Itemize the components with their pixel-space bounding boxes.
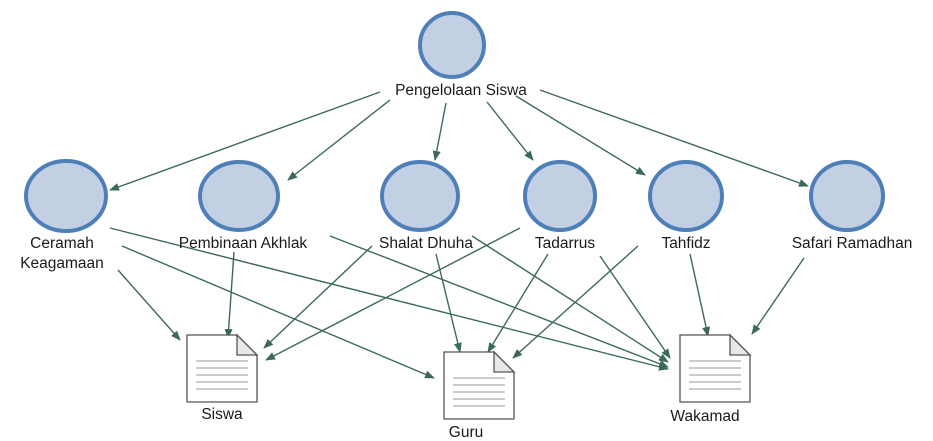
- ceramah-label-line-2: Keagamaan: [20, 255, 104, 272]
- tadarrus-label: Tadarrus: [535, 235, 596, 252]
- edge-pembinaan-to-wakamad: [329, 235, 669, 368]
- wakamad-label: Wakamad: [670, 408, 739, 425]
- shalat-circle: [380, 160, 460, 232]
- node-tadarrus: Tadarrus: [523, 160, 597, 252]
- edge-ceramah-to-guru: [121, 245, 435, 379]
- document-icon: [443, 350, 516, 420]
- edge-tadarrus-to-siswa: [265, 227, 521, 361]
- guru-label: Guru: [449, 424, 483, 441]
- document-icon: [679, 333, 752, 403]
- node-pengelolaan-siswa: Pengelolaan Siswa: [395, 11, 527, 99]
- node-safari-ramadhan: Safari Ramadhan: [792, 160, 913, 252]
- tahfidz-label: Tahfidz: [661, 235, 710, 252]
- node-ceramah-keagamaan: Ceramah Keagamaan: [20, 159, 108, 272]
- tahfidz-circle: [648, 160, 724, 232]
- edge-root-to-tadarrus: [486, 101, 534, 161]
- edge-tadarrus-to-wakamad: [599, 255, 671, 359]
- edges-layer: [109, 89, 809, 379]
- edge-root-to-tahfidz: [515, 95, 646, 176]
- edge-root-to-pembinaan: [287, 99, 391, 181]
- safari-circle: [809, 160, 885, 232]
- pembinaan-label: Pembinaan Akhlak: [179, 235, 308, 252]
- edge-root-to-ceramah: [109, 91, 381, 191]
- edge-pembinaan-to-siswa: [224, 251, 235, 339]
- ceramah-label-line-1: Ceramah: [30, 235, 94, 252]
- edge-safari-to-wakamad: [751, 257, 805, 335]
- root-circle: [418, 11, 486, 79]
- safari-label: Safari Ramadhan: [792, 235, 913, 252]
- edge-tadarrus-to-guru: [487, 253, 549, 353]
- tadarrus-circle: [523, 160, 597, 232]
- siswa-label: Siswa: [201, 406, 243, 423]
- edge-shalat-to-wakamad: [471, 235, 669, 363]
- node-tahfidz: Tahfidz: [648, 160, 724, 252]
- ceramah-circle: [24, 159, 108, 233]
- edge-tahfidz-to-wakamad: [689, 253, 710, 337]
- pembinaan-circle: [198, 160, 280, 232]
- edge-tahfidz-to-guru: [512, 245, 639, 359]
- edge-ceramah-to-siswa: [117, 269, 181, 341]
- edge-root-to-shalat: [432, 102, 447, 161]
- edge-ceramah-to-wakamad: [109, 227, 669, 371]
- doc-wakamad: Wakamad: [670, 333, 752, 425]
- doc-guru: Guru: [443, 350, 516, 441]
- node-shalat-dhuha: Shalat Dhuha: [379, 160, 473, 252]
- edge-shalat-to-siswa: [263, 245, 373, 349]
- root-label: Pengelolaan Siswa: [395, 82, 527, 99]
- edge-root-to-safari: [539, 89, 809, 187]
- edge-shalat-to-guru: [435, 253, 462, 353]
- document-icon: [186, 333, 259, 403]
- shalat-label: Shalat Dhuha: [379, 235, 473, 252]
- node-pembinaan-akhlak: Pembinaan Akhlak: [179, 160, 308, 252]
- doc-siswa: Siswa: [186, 333, 259, 423]
